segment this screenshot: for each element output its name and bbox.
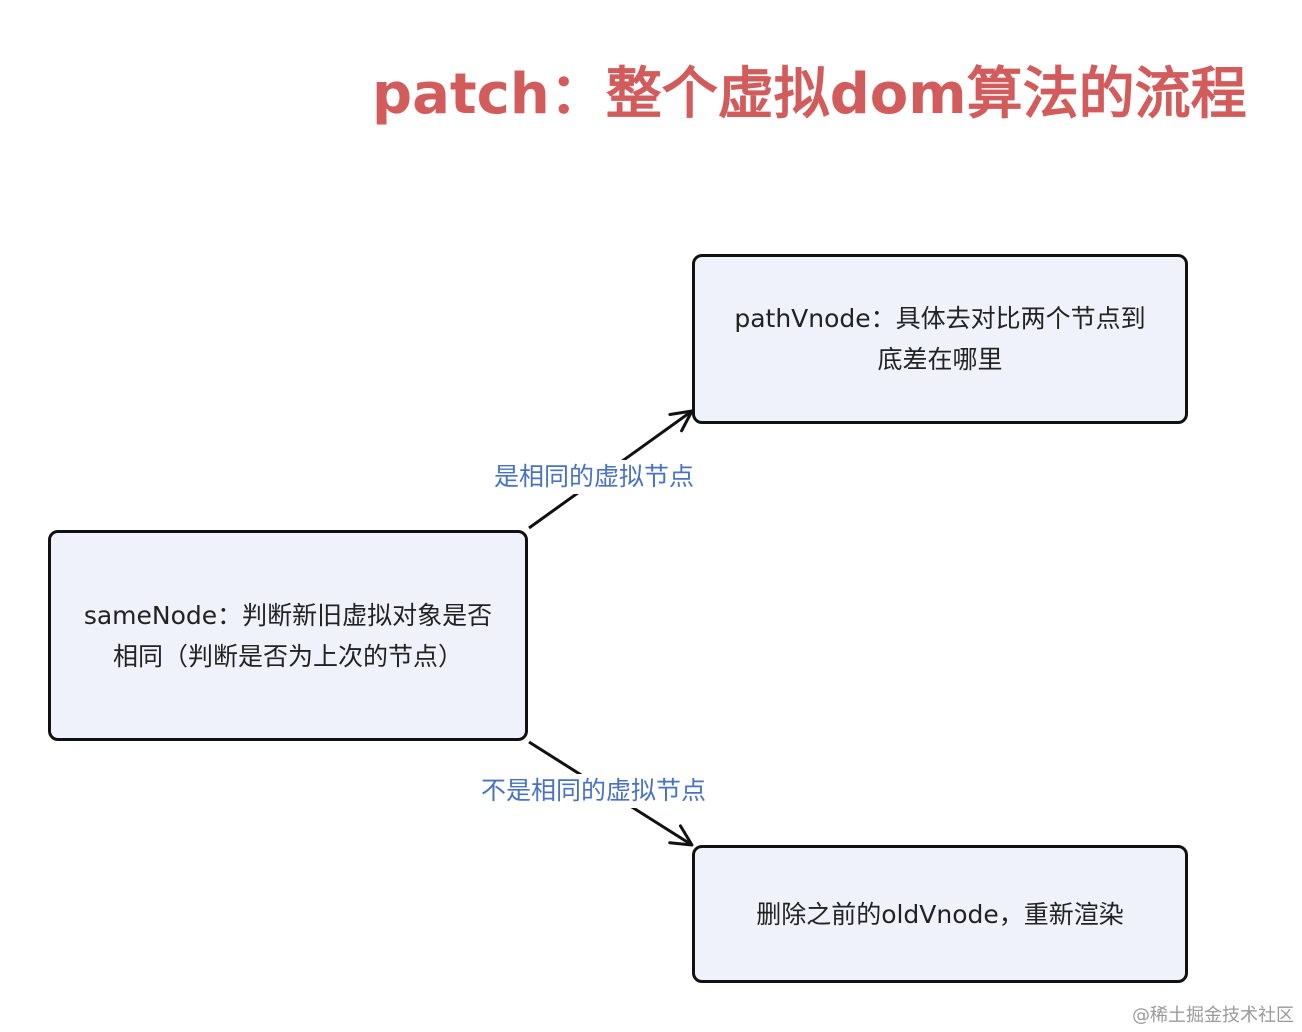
samenode-text: sameNode：判断新旧虚拟对象是否 相同（判断是否为上次的节点） — [84, 595, 492, 677]
pathvnode-line-1: pathVnode：具体去对比两个节点到 — [734, 304, 1146, 333]
edge-label-same: 是相同的虚拟节点 — [490, 460, 699, 494]
samenode-line-1: sameNode：判断新旧虚拟对象是否 — [83, 600, 493, 630]
pathvnode-box: pathVnode：具体去对比两个节点到 底差在哪里 — [692, 254, 1188, 424]
samenode-line-2: 相同（判断是否为上次的节点） — [112, 641, 463, 671]
samenode-box: sameNode：判断新旧虚拟对象是否 相同（判断是否为上次的节点） — [48, 530, 528, 741]
edge-label-not-same: 不是相同的虚拟节点 — [477, 774, 711, 808]
delete-oldvnode-line-1: 删除之前的oldVnode，重新渲染 — [756, 899, 1124, 929]
watermark: @稀土掘金技术社区 — [1132, 1005, 1294, 1026]
diagram-title: patch：整个虚拟dom算法的流程 — [372, 62, 1247, 127]
delete-oldvnode-text: 删除之前的oldVnode，重新渲染 — [756, 894, 1124, 935]
pathvnode-line-2: 底差在哪里 — [877, 345, 1003, 374]
delete-oldvnode-box: 删除之前的oldVnode，重新渲染 — [692, 845, 1188, 983]
pathvnode-text: pathVnode：具体去对比两个节点到 底差在哪里 — [734, 298, 1145, 380]
